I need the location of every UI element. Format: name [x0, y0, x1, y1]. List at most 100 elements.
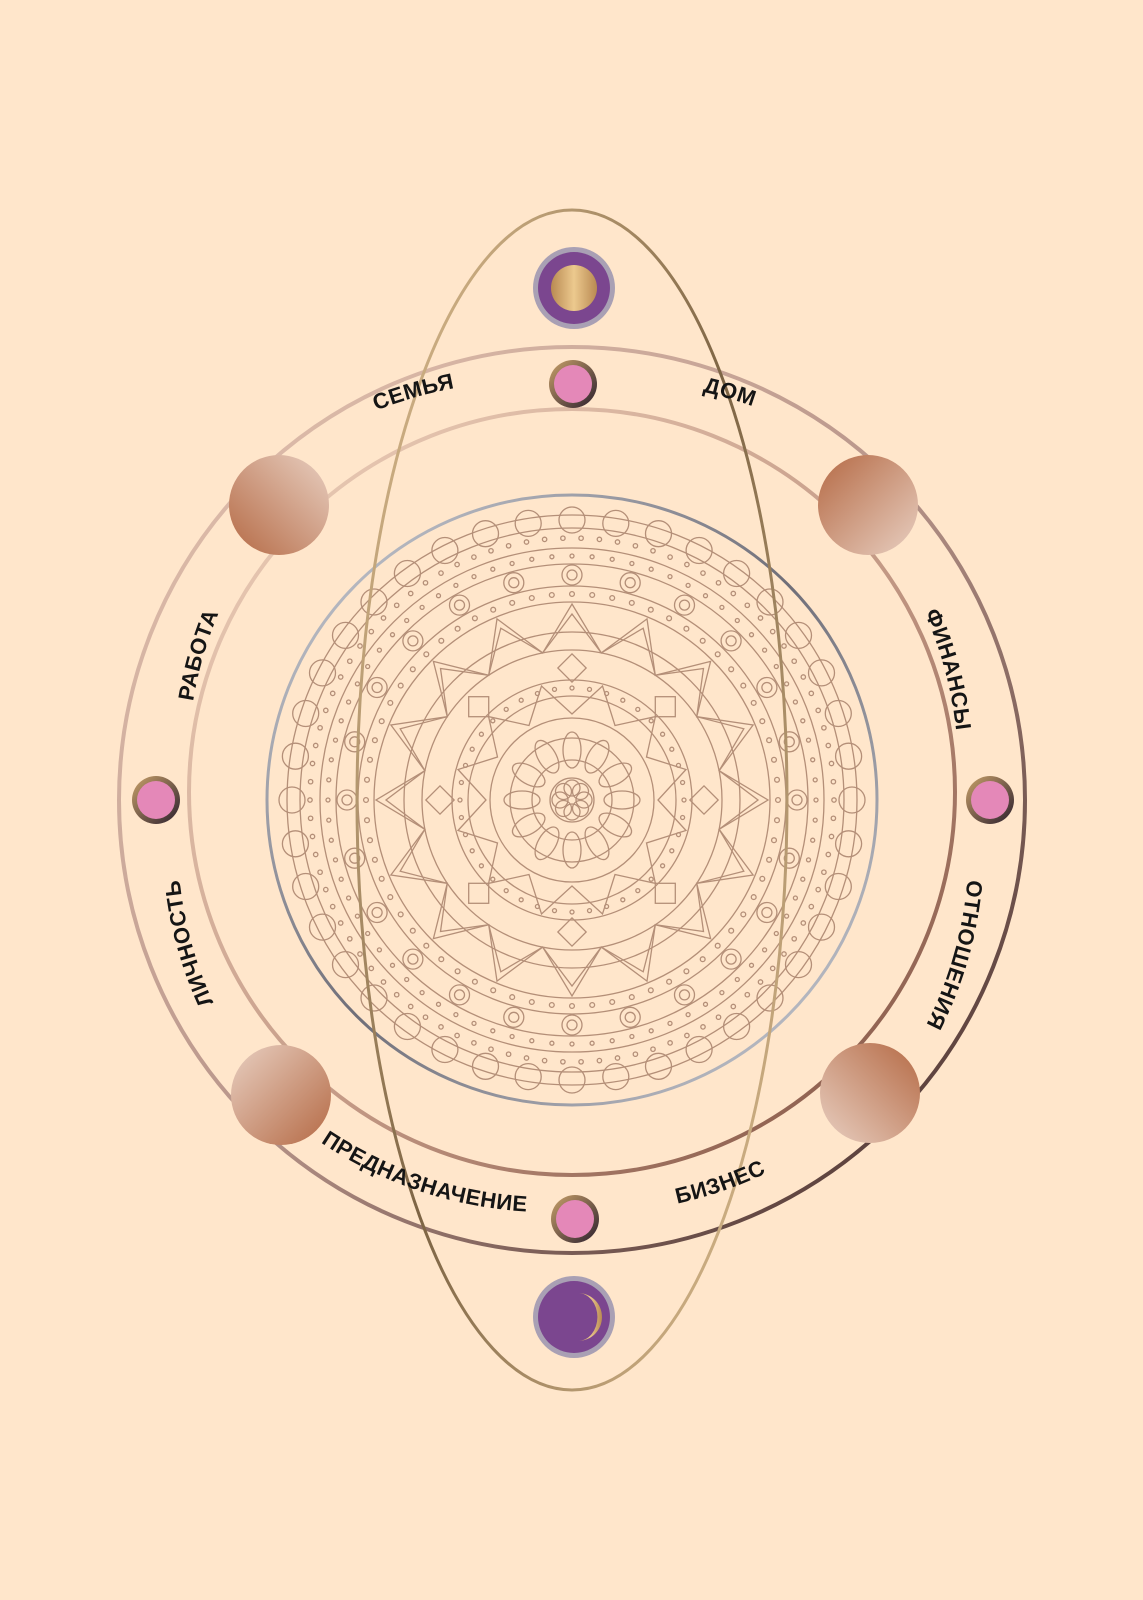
mandala-ornament	[397, 911, 404, 918]
mandala-ornament	[503, 572, 525, 594]
mandala-ornament	[409, 666, 416, 673]
mandala-ornament	[728, 927, 735, 934]
mandala-ornament	[407, 635, 419, 647]
mandala-ornament	[586, 907, 593, 914]
mandala-ornament	[714, 651, 721, 658]
mandala-ornament	[759, 875, 766, 882]
mandala-ornament	[523, 539, 530, 545]
mandala-ornament	[331, 950, 360, 979]
mandala-ornament	[810, 757, 816, 763]
mandala-ornament	[360, 588, 388, 616]
mandala-ornament	[720, 630, 742, 652]
mandala-ornament	[624, 577, 636, 589]
mandala-ornament	[307, 778, 314, 785]
label-prednaznachenie: ПРЕДНАЗНАЧЕНИЕ	[318, 1126, 529, 1217]
mandala-ornament	[503, 1006, 525, 1028]
mandala-ornament	[830, 815, 837, 822]
mandala-ornament	[834, 830, 863, 858]
mandala-ornament	[683, 625, 690, 632]
mandala-ornament	[508, 577, 520, 589]
mandala-ornament	[602, 509, 630, 538]
mandala-ornament	[503, 790, 541, 810]
mandala-ornament	[700, 570, 706, 576]
mandala-ornament	[357, 951, 363, 957]
mandala-ornament	[490, 606, 497, 613]
mandala-ornament	[628, 994, 635, 1001]
mandala-ornament	[722, 1012, 751, 1041]
mandala-ornament	[404, 976, 410, 983]
mandala-ornament	[308, 659, 337, 687]
mandala-ornament	[614, 1055, 621, 1061]
mandala-ornament	[648, 1028, 654, 1034]
mandala-ornament	[431, 536, 459, 565]
mandala-ornament	[647, 606, 654, 613]
mandala-ornament	[560, 535, 566, 542]
mandala-ornament	[714, 942, 721, 949]
mandala-ornament	[346, 935, 353, 942]
mandala-ornament	[448, 594, 471, 616]
mandala-ornament	[667, 1040, 673, 1046]
mandala-ornament	[667, 573, 673, 580]
mandala-ornament	[354, 913, 361, 919]
mandala-ornament	[807, 659, 836, 687]
label-biznes: БИЗНЕС	[673, 1155, 769, 1209]
mandala-ornament	[756, 588, 784, 616]
mandala-ornament	[371, 737, 378, 744]
mandala-ornament	[815, 707, 822, 714]
mandala-ornament	[812, 777, 818, 783]
mandala-ornament	[509, 1033, 515, 1040]
mandala-ornament	[770, 837, 778, 844]
mandala-ornament	[292, 699, 320, 728]
mandala-ornament	[407, 1003, 414, 1010]
mandala-ornament	[387, 699, 394, 706]
mandala-ornament	[422, 579, 429, 586]
mandala-ornament	[534, 739, 560, 774]
mandala-ornament	[654, 882, 676, 904]
mandala-ornament	[589, 554, 595, 560]
mandala-ornament	[438, 637, 445, 644]
mandala-ornament	[679, 779, 686, 786]
mandala-ornament	[458, 779, 465, 786]
bronze-sphere-top-left	[229, 455, 329, 555]
mandala-ornament	[393, 602, 400, 609]
mandala-ornament	[423, 942, 430, 949]
mandala-ornament	[424, 784, 456, 816]
mandala-ornament	[376, 647, 383, 653]
mandala-ornament	[620, 897, 626, 903]
mandala-ornament	[756, 901, 778, 924]
mandala-ornament	[326, 777, 332, 783]
mandala-ornament	[598, 812, 633, 838]
mandala-ornament	[609, 1038, 615, 1044]
mandala-ornament	[448, 984, 471, 1006]
mandala-ornament	[786, 789, 808, 811]
mandala-ornament	[784, 950, 813, 979]
mandala-ornament	[490, 566, 496, 572]
mandala-ornament	[609, 556, 615, 562]
mandala-ornament	[528, 594, 535, 602]
mandala-ornament	[471, 573, 477, 580]
mandala-ornament	[336, 789, 358, 811]
mandala-ornament	[719, 604, 725, 611]
mandala-ornament	[454, 625, 461, 632]
mandala-ornament	[825, 742, 832, 749]
mandala-ornament	[346, 658, 353, 665]
mandala-ornament	[368, 628, 375, 635]
mandala-ornament	[312, 742, 319, 749]
mandala-ornament	[756, 676, 778, 699]
mandala-ornament	[635, 706, 641, 713]
mandala-ornament	[407, 953, 419, 965]
bronze-sphere-top-right	[818, 455, 918, 555]
mandala-ornament	[783, 736, 795, 748]
mandala-ornament	[366, 901, 388, 924]
mandala-ornament	[490, 718, 496, 724]
mandala-ornament	[341, 794, 353, 806]
mandala-ornament	[329, 690, 336, 697]
mandala-ornament	[791, 658, 798, 665]
mandala-ornament	[363, 817, 371, 824]
mandala-ornament	[511, 762, 546, 788]
mandala-ornament	[551, 907, 558, 914]
mandala-ornament	[438, 570, 444, 576]
mandala-ornament	[317, 869, 323, 876]
mandala-ornament	[357, 643, 363, 649]
mandala-ornament	[667, 1020, 673, 1027]
